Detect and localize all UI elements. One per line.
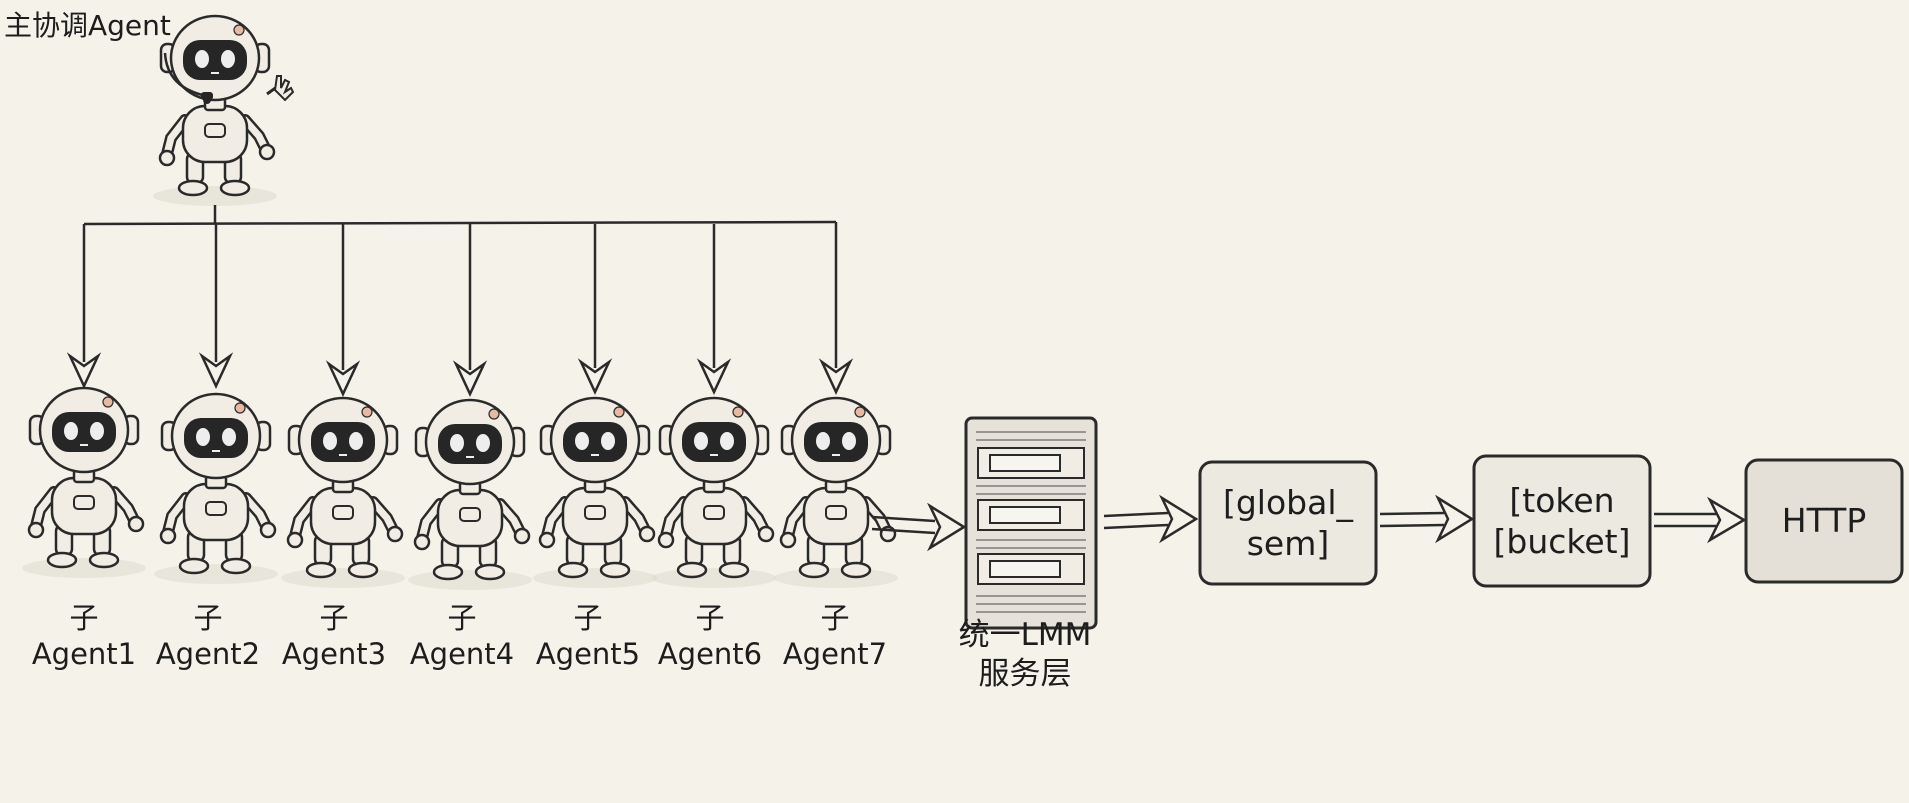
arrow-token-bucket-to-http: [1654, 496, 1747, 544]
sub-agent-label-6: 子 Agent6: [651, 600, 769, 673]
arrow-lmm-to-global-sem: [1103, 494, 1199, 544]
lmm-layer-label-line1: 统一LMM: [958, 617, 1092, 653]
dispatch-arrow-6: [696, 224, 732, 395]
sub-agent-robot-1: [22, 388, 146, 578]
sub-agent-label-7: 子 Agent7: [776, 600, 894, 673]
main-agent-label: 主协调Agent: [4, 9, 171, 42]
dispatch-arrow-5: [577, 224, 613, 395]
dispatch-arrow-1: [66, 224, 102, 389]
global-sem-label-line1: [global_: [1222, 482, 1354, 522]
sub-agent-label-line2: Agent4: [409, 637, 515, 672]
sub-agent-label-line1: 子: [319, 601, 349, 635]
lmm-layer-label: 统一LMM 服务层: [940, 616, 1110, 694]
sub-agent-label-line1: 子: [573, 601, 603, 635]
sub-agent-label-line2: Agent2: [155, 637, 261, 672]
dispatch-arrow-7: [818, 222, 854, 395]
sub-agent-robot-6: [652, 398, 776, 588]
arrow-agents-to-lmm: [871, 502, 967, 552]
connector-bar: [83, 220, 837, 226]
main-agent-robot: [153, 16, 295, 206]
sub-agent-label-line2: Agent6: [657, 637, 763, 672]
sub-agent-label-line1: 子: [820, 601, 850, 635]
http-label: HTTP: [1746, 460, 1902, 582]
token-bucket-label-line1: [token: [1509, 480, 1615, 520]
sub-agent-robot-4: [408, 400, 532, 590]
sub-agent-label-line2: Agent1: [31, 637, 137, 672]
sub-agent-label-4: 子 Agent4: [403, 600, 521, 673]
token-bucket-box: [1472, 454, 1652, 588]
dispatch-arrows: [66, 222, 854, 397]
sub-agent-label-3: 子 Agent3: [275, 600, 393, 673]
sub-agent-label-line2: Agent3: [281, 637, 387, 672]
sub-agent-robot-2: [154, 394, 278, 584]
sub-agent-label-line2: Agent5: [535, 637, 641, 672]
token-bucket-label: [token [bucket]: [1474, 456, 1650, 586]
sub-agent-robot-5: [533, 398, 657, 588]
http-box: [1744, 458, 1904, 584]
lmm-server-icon: [964, 416, 1098, 630]
sub-agent-label-5: 子 Agent5: [529, 600, 647, 673]
sub-agent-label-line1: 子: [695, 601, 725, 635]
dispatch-arrow-3: [325, 224, 361, 397]
sub-agent-robot-7: [774, 398, 898, 588]
token-bucket-label-line2: [bucket]: [1493, 522, 1631, 561]
dispatch-arrow-4: [452, 224, 488, 397]
global-sem-box: [1198, 460, 1378, 586]
lmm-layer-label-line2: 服务层: [978, 655, 1072, 692]
global-sem-label-line2: sem]: [1246, 524, 1330, 563]
global-sem-label: [global_ sem]: [1200, 462, 1376, 584]
arrow-global-sem-to-token-bucket: [1379, 494, 1475, 544]
sub-agent-label-1: 子 Agent1: [25, 600, 143, 673]
sub-agent-robot-3: [281, 398, 405, 588]
sub-agent-label-line1: 子: [193, 601, 223, 635]
sub-agent-label-line1: 子: [69, 601, 99, 635]
sub-agent-label-line2: Agent7: [782, 637, 888, 672]
sub-agent-label-line1: 子: [447, 601, 477, 635]
dispatch-arrow-2: [198, 224, 234, 389]
http-label-line1: HTTP: [1781, 501, 1867, 541]
sub-agent-label-2: 子 Agent2: [149, 600, 267, 673]
